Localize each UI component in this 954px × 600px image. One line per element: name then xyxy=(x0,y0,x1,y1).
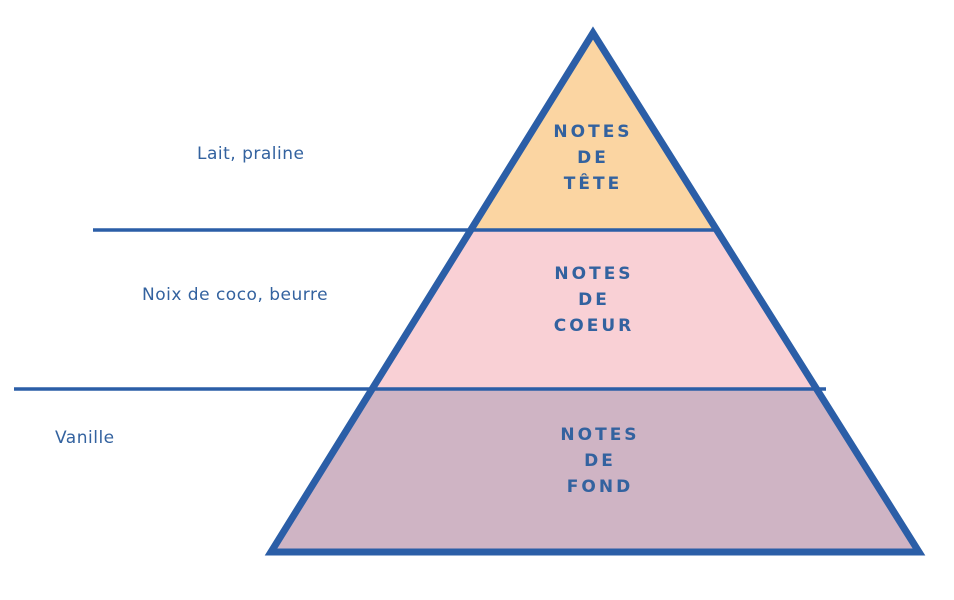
pyramid-section-coeur xyxy=(373,230,817,389)
level-fond-label-line-1: NOTES xyxy=(560,425,639,445)
level-coeur-label-line-1: NOTES xyxy=(554,264,633,284)
pyramid-outline xyxy=(264,26,926,556)
side-label-fond: Vanille xyxy=(55,428,115,448)
level-tete-label-line-2: DE xyxy=(577,148,609,168)
level-coeur-label-line-3: COEUR xyxy=(554,316,634,336)
level-fond-label-line-3: FOND xyxy=(567,477,633,497)
pyramid-section-fond xyxy=(271,389,919,552)
pyramid-section-tete xyxy=(471,33,716,230)
level-fond-label-line-2: DE xyxy=(584,451,616,471)
level-coeur-label-line-2: DE xyxy=(578,290,610,310)
level-tete-label-line-3: TÊTE xyxy=(564,172,622,194)
side-label-coeur: Noix de coco, beurre xyxy=(142,285,328,305)
level-tete-label-line-1: NOTES xyxy=(553,122,632,142)
side-label-tete: Lait, praline xyxy=(197,144,304,164)
